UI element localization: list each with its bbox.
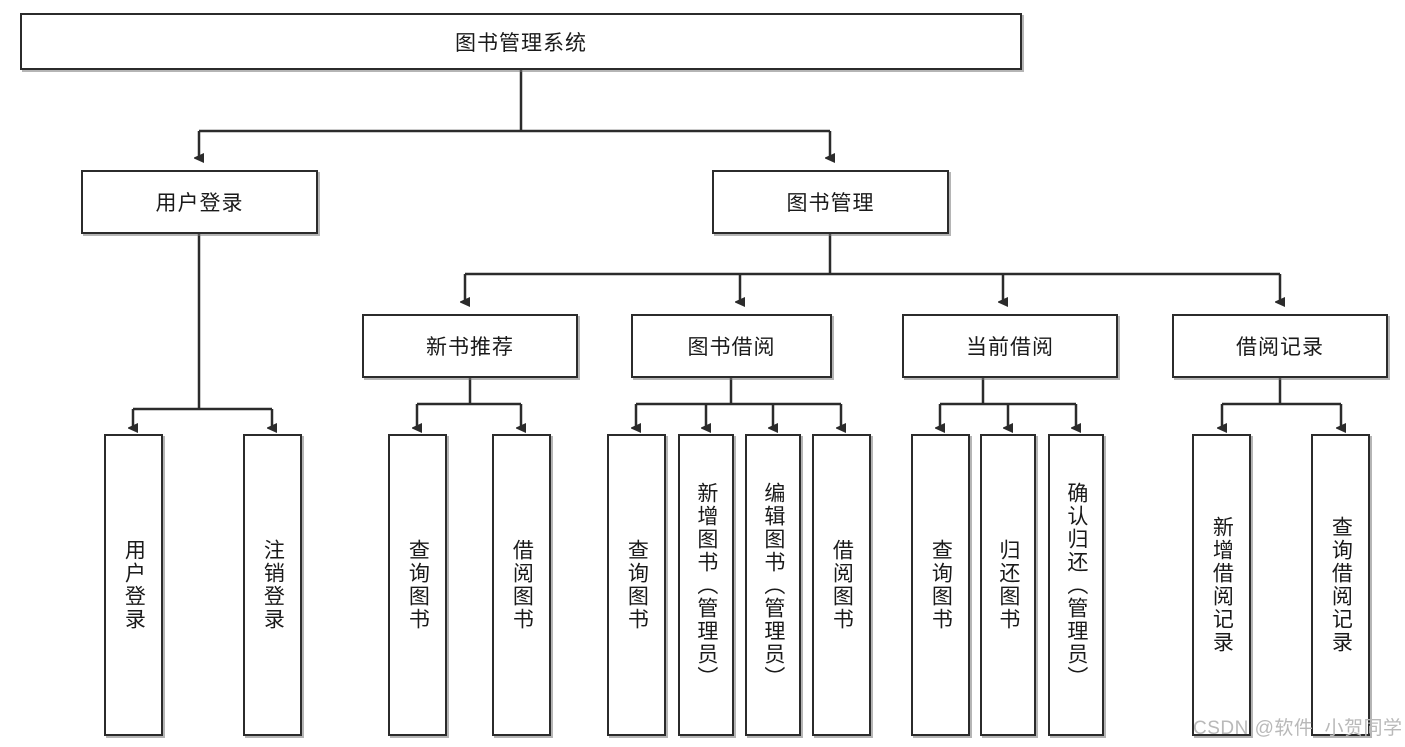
leaf-add-book-admin[interactable]: 新增图书（管理员） — [678, 434, 734, 736]
node-new-book-recommend[interactable]: 新书推荐 — [362, 314, 578, 378]
leaf-confirm-return-admin[interactable]: 确认归还（管理员） — [1048, 434, 1104, 736]
node-root[interactable]: 图书管理系统 — [20, 13, 1022, 70]
node-user-login[interactable]: 用户登录 — [81, 170, 318, 234]
leaf-borrow-book[interactable]: 借阅图书 — [812, 434, 871, 736]
node-current-borrow[interactable]: 当前借阅 — [902, 314, 1118, 378]
leaf-borrow-book-recommend[interactable]: 借阅图书 — [492, 434, 551, 736]
leaf-query-book-current[interactable]: 查询图书 — [911, 434, 970, 736]
leaf-logout[interactable]: 注销登录 — [243, 434, 302, 736]
csdn-watermark: CSDN @软件_小贺同学 — [1193, 718, 1403, 739]
node-borrow-record[interactable]: 借阅记录 — [1172, 314, 1388, 378]
leaf-add-borrow-record[interactable]: 新增借阅记录 — [1192, 434, 1251, 736]
leaf-return-book[interactable]: 归还图书 — [980, 434, 1036, 736]
leaf-query-book-borrow[interactable]: 查询图书 — [607, 434, 666, 736]
leaf-query-borrow-record[interactable]: 查询借阅记录 — [1311, 434, 1370, 736]
leaf-query-book-recommend[interactable]: 查询图书 — [388, 434, 447, 736]
node-book-management[interactable]: 图书管理 — [712, 170, 949, 234]
node-book-borrow[interactable]: 图书借阅 — [631, 314, 832, 378]
leaf-edit-book-admin[interactable]: 编辑图书（管理员） — [745, 434, 801, 736]
leaf-user-login[interactable]: 用户登录 — [104, 434, 163, 736]
